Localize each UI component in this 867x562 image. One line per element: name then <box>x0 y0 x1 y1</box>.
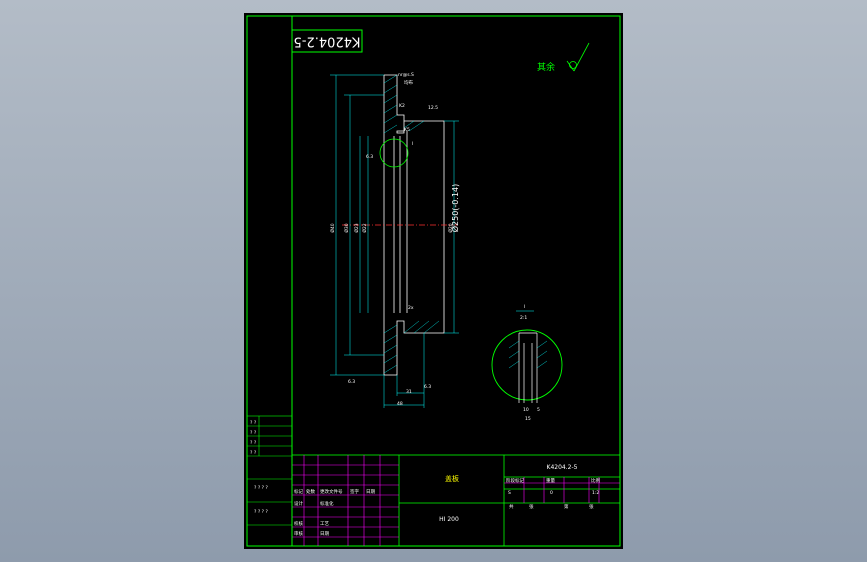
row-3b: 工艺 <box>320 521 329 527</box>
dim-125: 12.5 <box>428 105 438 111</box>
dim-2x: 2x <box>408 305 414 311</box>
row-3a: 校核 <box>294 520 303 527</box>
roughness-symbol-icon <box>566 42 590 72</box>
row-4b: 日期 <box>320 531 329 537</box>
footer-page: 第 <box>564 503 569 510</box>
dim-63c: 6.3 <box>424 384 431 390</box>
footer-page-word: 张 <box>589 503 594 510</box>
detail-dim-15: 15 <box>525 416 531 422</box>
title-grid-magenta <box>292 455 620 546</box>
dim-tolerance: Ø250(-0.14) <box>450 184 460 233</box>
drawing-sheet[interactable]: K4204.2-5 其余 <box>244 13 623 549</box>
detail-dim-5: 5 <box>537 407 540 413</box>
detail-label: I <box>524 304 525 310</box>
row-2b: 标准化 <box>320 500 334 507</box>
row-4a: 审核 <box>294 530 303 537</box>
margin-q-4: ? ? <box>250 450 257 456</box>
roughness-note-1: nr@s.S <box>398 72 414 78</box>
hdr-weight-val: 0 <box>550 490 553 496</box>
hdr-scale: 比例 <box>591 477 600 484</box>
margin-q-5: ? ? ? ? <box>254 485 268 491</box>
dim-k5: K5 <box>404 127 410 133</box>
dim-31: 31 <box>406 389 412 395</box>
dim-48: 48 <box>397 401 403 407</box>
drawing-canvas[interactable]: K4204.2-5 其余 <box>244 13 623 549</box>
material: HI 200 <box>439 516 459 523</box>
dim-d4: Ø22 <box>361 223 368 232</box>
margin-q-2: ? ? <box>250 430 257 436</box>
margin-q-1: ? ? <box>250 420 257 426</box>
detail-hatch <box>508 340 548 369</box>
footer-sheets: 共 <box>509 503 514 510</box>
dim-63a: 6.3 <box>366 154 373 160</box>
detail-dim-10: 10 <box>523 407 529 413</box>
row-1b: 处数 <box>306 488 315 495</box>
detail-view-circle <box>491 329 563 401</box>
hatch-fill <box>383 74 440 374</box>
margin-boxes <box>246 415 293 547</box>
code-box <box>291 29 363 53</box>
hdr-stage: 阶段标记 <box>506 477 524 484</box>
dim-d2: Ø30 <box>343 223 350 232</box>
mark-s: S <box>508 490 511 496</box>
hdr-weight: 重量 <box>546 477 555 484</box>
part-name: 盖板 <box>445 474 459 483</box>
detail-circle <box>379 138 409 168</box>
roughness-note-2: 均布 <box>404 79 413 86</box>
row-1a: 标记 <box>294 488 303 495</box>
dim-d3: Ø23 <box>353 223 360 232</box>
margin-q-6: ? ? ? ? <box>254 509 268 515</box>
rotated-code-text: K4204.2-5 <box>294 34 361 49</box>
detail-view-geometry <box>518 332 538 403</box>
surface-note-text: 其余 <box>537 61 555 73</box>
row-1d: 签字 <box>350 488 359 495</box>
hdr-scale-val: 1:2 <box>592 490 599 496</box>
dim-d5: Ø20 <box>447 223 454 232</box>
footer-sheet-word: 张 <box>529 503 534 510</box>
row-2a: 设计 <box>294 500 303 507</box>
dimension-lines <box>330 74 459 408</box>
detail-scale: 2:1 <box>520 315 527 321</box>
row-1c: 更改文件号 <box>320 488 343 495</box>
title-block <box>291 454 621 547</box>
margin-q-3: ? ? <box>250 440 257 446</box>
row-1e: 日期 <box>366 489 375 495</box>
detail-ref: I <box>412 141 413 147</box>
dim-k2: K2 <box>399 103 405 109</box>
dim-d1: Ø40 <box>329 223 336 232</box>
dim-63b: 6.3 <box>348 379 355 385</box>
drawing-number: K4204.2-5 <box>547 464 578 471</box>
